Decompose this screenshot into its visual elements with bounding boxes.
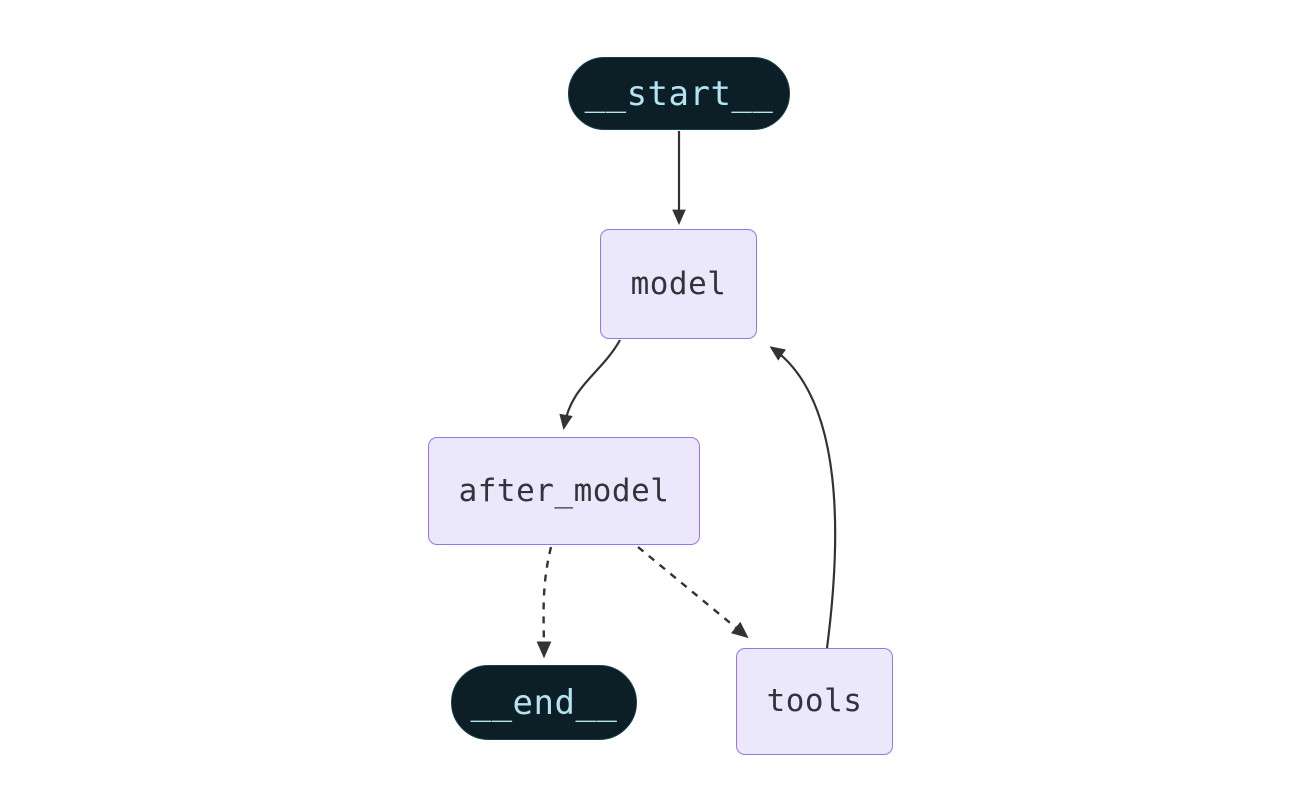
graph-node-end-label: __end__ [470,682,618,723]
graph-node-tools-label: tools [766,683,863,719]
graph-node-after-model[interactable]: after_model [428,437,700,545]
graph-node-model[interactable]: model [600,229,757,339]
edge-model-to-after-model [559,339,621,431]
edge-after-model-to-end [536,546,553,659]
graph-node-start[interactable]: __start__ [568,57,790,130]
graph-node-model-label: model [630,265,727,302]
graph-node-after-model-label: after_model [458,472,670,509]
edge-tools-to-model [769,346,837,649]
graph-node-start-label: __start__ [584,73,774,114]
graph-node-tools[interactable]: tools [736,648,893,755]
graph-node-end[interactable]: __end__ [451,665,637,740]
edge-after-model-to-tools [637,546,749,639]
